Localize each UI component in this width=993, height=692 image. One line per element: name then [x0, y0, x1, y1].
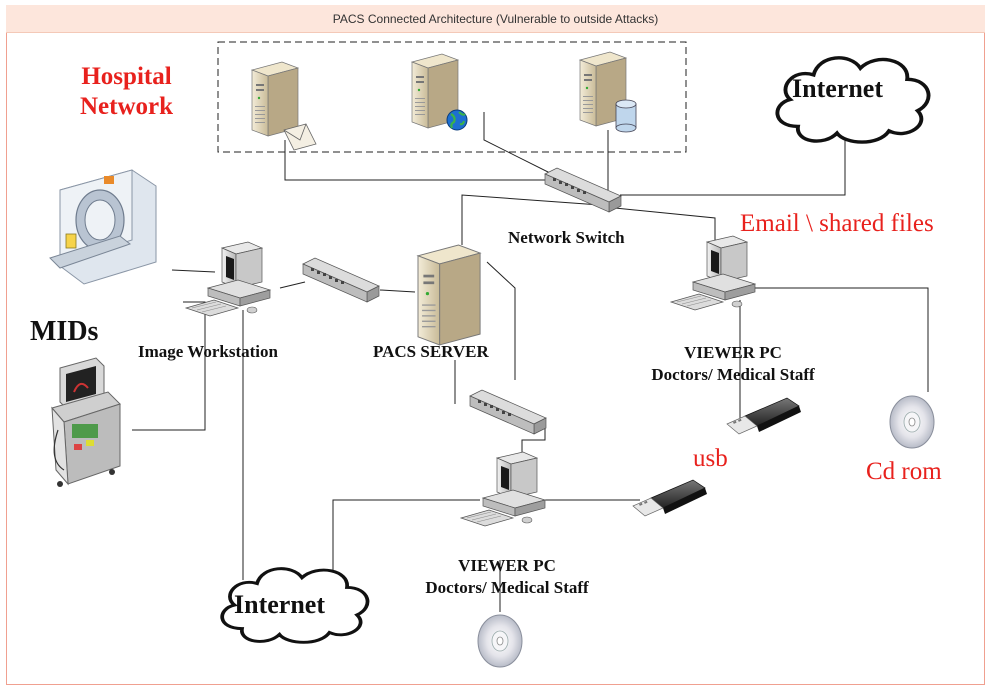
- usb-label: usb: [693, 445, 728, 472]
- usb-drive-right-icon: [726, 397, 802, 435]
- viewer-pc-right-label: VIEWER PC Doctors/ Medical Staff: [651, 343, 815, 384]
- internet-bottom-label: Internet: [234, 590, 325, 619]
- pacs-server-icon: [417, 244, 481, 346]
- viewer-pc-bottom-label: VIEWER PC Doctors/ Medical Staff: [425, 556, 589, 597]
- connection-lines: [132, 112, 929, 612]
- hospital-network-boundary: [217, 41, 687, 153]
- diagram-title: PACS Connected Architecture (Vulnerable …: [6, 5, 985, 33]
- cd-rom-label: Cd rom: [866, 458, 942, 485]
- network-switch-lower-icon: [469, 389, 547, 435]
- cd-rom-right-icon: [889, 395, 935, 449]
- usb-drive-bottom-icon: [632, 479, 708, 517]
- email-shared-files-label: Email \ shared files: [740, 210, 934, 237]
- image-workstation-icon: [185, 241, 271, 317]
- mail-server-icon: [251, 61, 299, 137]
- mail-envelope-icon: [283, 123, 317, 151]
- network-switch-main-icon: [544, 167, 622, 213]
- viewer-pc-bottom-icon: [460, 451, 546, 527]
- mri-scanner-icon: [49, 169, 157, 285]
- internet-top-label: Internet: [792, 74, 883, 103]
- ultrasound-machine-icon: [51, 357, 121, 487]
- network-switch-left-icon: [302, 257, 380, 303]
- cd-rom-bottom-icon: [477, 614, 523, 668]
- viewer-pc-right-icon: [670, 235, 756, 311]
- network-switch-label: Network Switch: [508, 228, 625, 247]
- globe-icon: [446, 109, 468, 131]
- pacs-server-label: PACS SERVER: [373, 342, 489, 361]
- hospital-network-label: Hospital Network: [80, 63, 174, 120]
- image-workstation-label: Image Workstation: [138, 342, 278, 361]
- database-icon: [615, 99, 637, 133]
- mids-label: MIDs: [30, 316, 99, 347]
